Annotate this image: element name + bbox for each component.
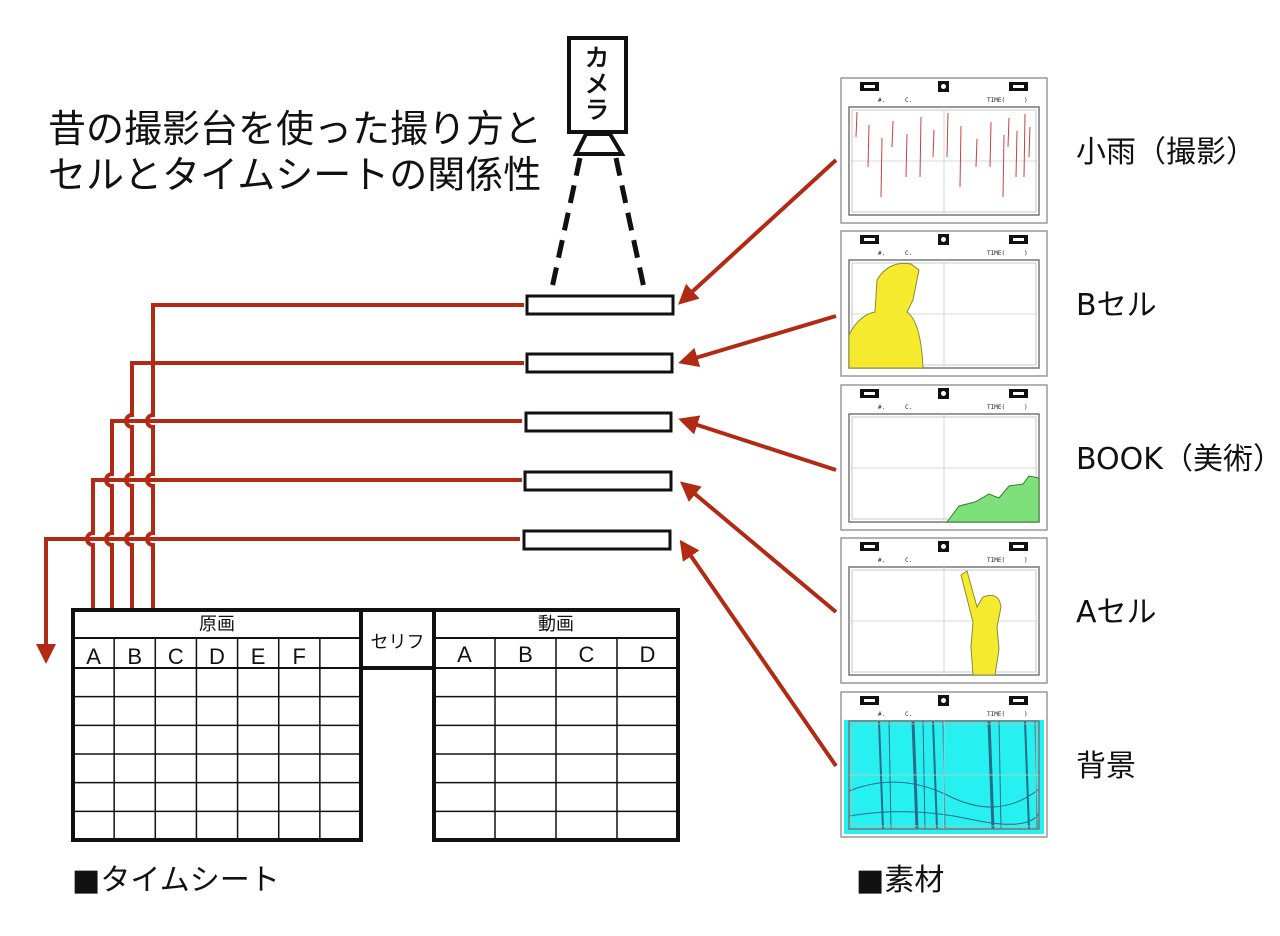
camera: カ メ ラ <box>549 36 647 289</box>
sheet-field-time: TIME( <box>987 557 1005 564</box>
material-label-a-cel: Aセル <box>1076 595 1157 630</box>
sheet-field-b: C. <box>905 97 912 104</box>
camera-label-2: メ <box>585 70 609 98</box>
genga-column-label: D <box>209 644 225 669</box>
genga-column-label: A <box>86 644 101 669</box>
material-sheets: #. C. TIME() 小雨（撮影） #. C. TIME() Bセル #. C. TIME() B… <box>840 77 1280 838</box>
douga-column-label: D <box>640 642 656 667</box>
timesheet-routing-lines <box>36 303 524 664</box>
material-sheet-a-cel: #. C. TIME() <box>840 537 1048 684</box>
camera-label-3: ラ <box>585 96 609 124</box>
serif-header: セリフ <box>371 632 425 653</box>
title-line-2: セルとタイムシートの関係性 <box>48 153 541 197</box>
douga-column-label: B <box>518 642 533 667</box>
layer-plates <box>522 294 675 551</box>
material-sheet-book: #. C. TIME() <box>840 384 1048 531</box>
plate-5 <box>522 529 672 551</box>
title-line-1: 昔の撮影台を使った撮り方と <box>48 107 542 151</box>
sheet-field-time: TIME( <box>987 97 1005 104</box>
plate-4 <box>523 470 673 492</box>
sheet-field-b: C. <box>905 250 912 257</box>
genga-column-label: E <box>251 644 266 669</box>
material-sheet-rain: #. C. TIME() <box>840 77 1048 224</box>
sheet-field-close: ) <box>1024 250 1028 257</box>
timesheet-caption: ■タイムシート <box>72 863 280 898</box>
sheet-field-b: C. <box>905 711 912 718</box>
plate-2 <box>525 352 674 374</box>
douga-column-label: C <box>579 642 595 667</box>
sheet-field-a: #. <box>878 250 885 257</box>
sheet-field-close: ) <box>1024 404 1028 411</box>
sheet-field-close: ) <box>1024 711 1028 718</box>
sheet-field-a: #. <box>878 97 885 104</box>
sheet-field-a: #. <box>878 557 885 564</box>
sheet-field-b: C. <box>905 404 912 411</box>
sheet-field-time: TIME( <box>987 404 1005 411</box>
plate-1 <box>525 294 675 316</box>
material-label-b-cel: Bセル <box>1076 288 1157 323</box>
material-label-rain: 小雨（撮影） <box>1076 135 1256 170</box>
douga-column-label: A <box>457 642 472 667</box>
sheet-field-time: TIME( <box>987 711 1005 718</box>
douga-header: 動画 <box>538 614 574 635</box>
material-label-background: 背景 <box>1076 749 1136 784</box>
genga-header: 原画 <box>199 614 235 635</box>
sheet-field-close: ) <box>1024 97 1028 104</box>
sheet-field-a: #. <box>878 711 885 718</box>
materials-caption: ■素材 <box>856 863 944 898</box>
genga-column-label: B <box>127 644 142 669</box>
genga-column-label: F <box>293 644 306 669</box>
material-arrows <box>678 158 838 768</box>
material-sheet-b-cel: #. C. TIME() <box>840 230 1048 377</box>
sheet-field-close: ) <box>1024 557 1028 564</box>
sheet-field-a: #. <box>878 404 885 411</box>
material-label-book: BOOK（美術） <box>1076 442 1280 477</box>
sheet-field-time: TIME( <box>987 250 1005 257</box>
plate-3 <box>524 411 673 433</box>
sheet-field-b: C. <box>905 557 912 564</box>
genga-column-label: C <box>168 644 184 669</box>
camera-label-1: カ <box>585 44 609 72</box>
material-sheet-background: #. C. TIME() <box>840 691 1048 838</box>
